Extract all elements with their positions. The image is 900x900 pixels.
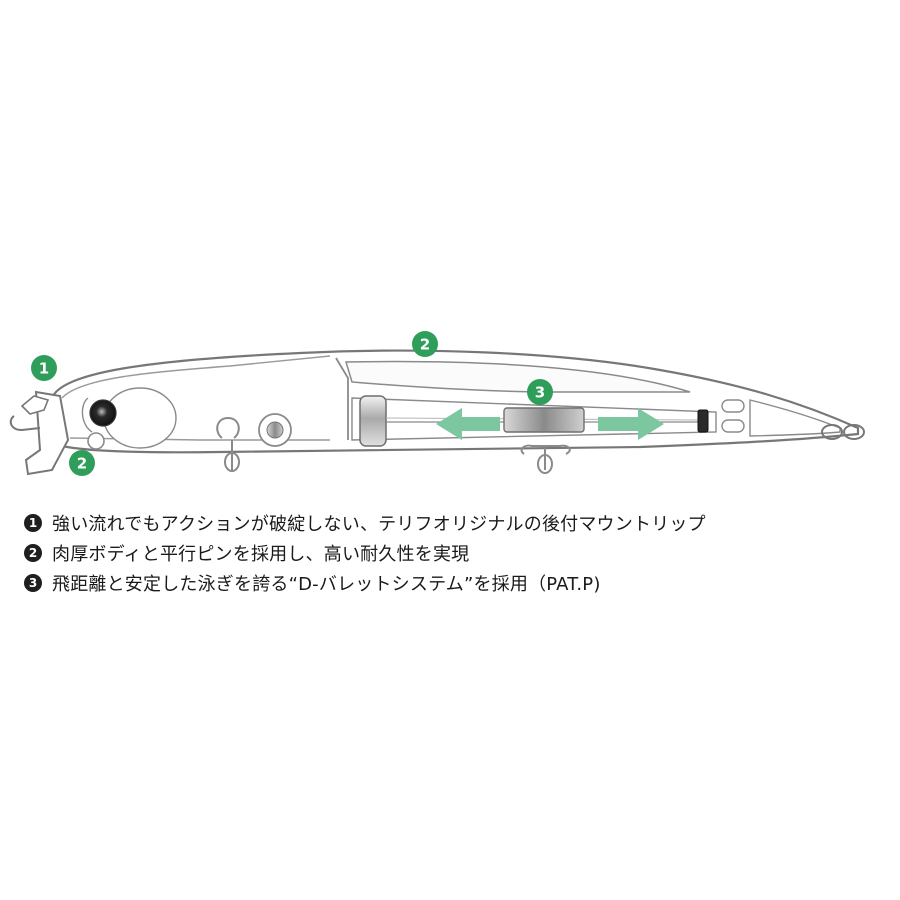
svg-text:2: 2 xyxy=(420,336,430,354)
belly-hook-hanger xyxy=(87,432,105,450)
eye-socket xyxy=(81,397,93,433)
note-text-3: 飛距離と安定した泳ぎを誇る“D-バレットシステム”を採用（PAT.P) xyxy=(52,574,601,595)
line-tie xyxy=(9,415,41,432)
diving-lip xyxy=(24,390,70,476)
note-badge-3: 3 xyxy=(24,574,42,592)
arrow-left-icon xyxy=(436,408,500,440)
svg-text:2: 2 xyxy=(77,455,87,473)
note-text-1: 強い流れでもアクションが破綻しない、テリフオリジナルの後付マウントリップ xyxy=(52,514,706,535)
inner-contour-line xyxy=(61,355,331,399)
rear-chamber-outline xyxy=(344,360,691,393)
lip-edge xyxy=(20,395,50,415)
lure-eye xyxy=(89,399,117,427)
marker-2-body-top: 2 xyxy=(412,331,438,357)
front-hook-hanger xyxy=(216,416,240,472)
svg-text:1: 1 xyxy=(39,360,49,378)
arrow-right-icon xyxy=(598,408,664,440)
tail-chamber xyxy=(749,399,841,437)
note-badge-2: 2 xyxy=(24,544,42,562)
rear-slot xyxy=(721,399,745,413)
tail-stopper xyxy=(697,409,709,433)
rear-hook-hanger xyxy=(520,444,571,474)
marker-1-lip: 1 xyxy=(31,355,57,381)
feature-note-2: 2 肉厚ボディと平行ピンを採用し、高い耐久性を実現 xyxy=(24,538,884,568)
note-text-2: 肉厚ボディと平行ピンを採用し、高い耐久性を実現 xyxy=(52,544,470,565)
sliding-weight xyxy=(503,407,585,433)
weight-hole xyxy=(258,413,292,447)
marker-3-bullet: 3 xyxy=(527,379,553,405)
feature-note-1: 1 強い流れでもアクションが破綻しない、テリフオリジナルの後付マウントリップ xyxy=(24,508,884,538)
feature-note-3: 3 飛距離と安定した泳ぎを誇る“D-バレットシステム”を採用（PAT.P) xyxy=(24,568,884,598)
marker-2-body-bottom: 2 xyxy=(69,450,95,476)
note-badge-1: 1 xyxy=(24,514,42,532)
bullet-cylinder xyxy=(359,395,387,447)
tail-eye xyxy=(821,424,865,440)
feature-notes: 1 強い流れでもアクションが破綻しない、テリフオリジナルの後付マウントリップ 2… xyxy=(24,508,884,598)
head-chamber-wall xyxy=(335,357,349,440)
rear-slot xyxy=(721,419,745,433)
svg-text:3: 3 xyxy=(535,384,545,402)
